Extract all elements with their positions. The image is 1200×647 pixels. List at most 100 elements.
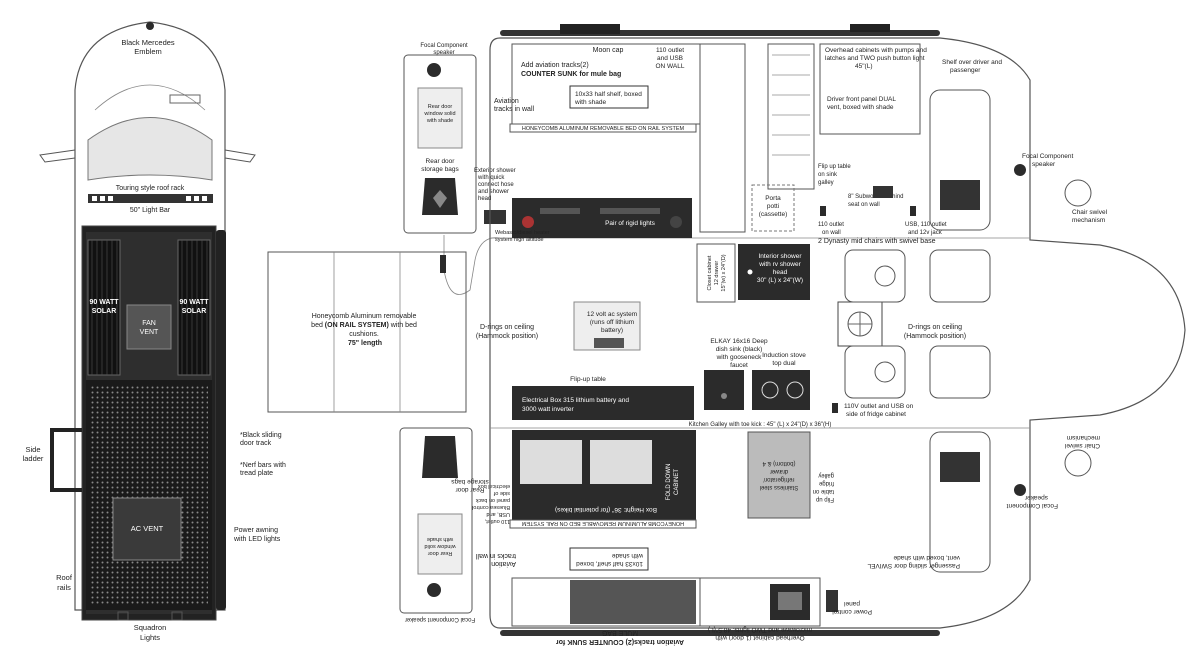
svg-text:Aviation tracks(2) COUNTER SUN: Aviation tracks(2) COUNTER SUNK forMULE … <box>556 629 684 645</box>
svg-text:Closet cabinet12 drawer15"(w): Closet cabinet12 drawer15"(w) x 24"(D) <box>707 254 727 291</box>
svg-text:Focal Componentspeaker: Focal Componentspeaker <box>420 43 468 56</box>
svg-text:Electrical Box 315 lithium bat: Electrical Box 315 lithium battery and30… <box>522 397 629 413</box>
sink <box>704 370 744 410</box>
svg-text:D-rings on ceiling(Hammock pos: D-rings on ceiling(Hammock position) <box>476 324 538 340</box>
svg-text:10x33 half shelf, boxedwith sh: 10x33 half shelf, boxedwith shade <box>576 552 644 567</box>
refrigerator <box>747 431 811 519</box>
removable-bed: Honeycomb Aluminum removable bed (ON RAI… <box>267 251 467 413</box>
speaker-icon <box>427 63 441 77</box>
svg-text:110 outlet,USB, andBluesea con: 110 outlet,USB, andBluesea controlpanel … <box>472 483 510 524</box>
light-bar <box>88 194 213 203</box>
roof-rack-label: Touring style roof rack <box>116 185 185 192</box>
svg-text:12 volt ac system(runs off lit: 12 volt ac system(runs off lithiumbatter… <box>587 311 637 334</box>
driver-seat <box>929 89 991 231</box>
svg-text:50" Light Bar: 50" Light Bar <box>130 207 171 214</box>
svg-text:Chair swivelmechanism: Chair swivelmechanism <box>1064 434 1100 449</box>
svg-text:Kitchen Galley with toe kick :: Kitchen Galley with toe kick : 45" (L) x… <box>689 422 832 428</box>
speaker-icon <box>1014 484 1026 496</box>
svg-text:Focal Component speaker: Focal Component speaker <box>405 616 475 622</box>
svg-text:Rear doorstorage bags: Rear doorstorage bags <box>450 478 488 493</box>
porta-potti <box>751 184 795 232</box>
fan-vent <box>126 304 172 350</box>
svg-text:Rear doorwindow solidwith shad: Rear doorwindow solidwith shade <box>424 536 456 556</box>
swivel-icon <box>1064 449 1092 477</box>
svg-text:Pair of rigid lights: Pair of rigid lights <box>605 220 656 227</box>
storage-unit-top <box>512 198 692 238</box>
storage-bag <box>422 436 458 478</box>
svg-text:Stainless steelrefrigerator/dr: Stainless steelrefrigerator/drawer(botto… <box>760 460 799 490</box>
van-floor-outline <box>489 37 1186 629</box>
svg-text:HONEYCOMB ALUMINUM REMOVABLE B: HONEYCOMB ALUMINUM REMOVABLE BED ON RAIL… <box>521 520 684 526</box>
svg-text:Passenger sliding door SWIVELv: Passenger sliding door SWIVELvent, boxed… <box>867 554 960 569</box>
rear-door-bottom <box>399 427 473 614</box>
svg-text:AC VENT: AC VENT <box>131 524 164 533</box>
solar-panel-left <box>87 239 121 376</box>
svg-text:Focal Componentspeaker: Focal Componentspeaker <box>1022 153 1073 168</box>
svg-text:Focal Componentspeaker: Focal Componentspeaker <box>1007 494 1058 509</box>
svg-text:Rear doorwindow solidwith shad: Rear doorwindow solidwith shade <box>423 104 455 124</box>
ac-vent <box>112 497 182 561</box>
shower-hose <box>443 235 501 295</box>
roof-rail-bottom <box>500 630 940 636</box>
svg-text:Box Height: 36" (for potential: Box Height: 36" (for potential bikes) <box>555 506 657 513</box>
closet-cabinet <box>696 243 736 303</box>
svg-text:Flip uptable onfridgegalley: Flip uptable onfridgegalley <box>813 472 834 502</box>
svg-text:Rear doorstorage bags: Rear doorstorage bags <box>421 158 459 173</box>
swivel-icon <box>1064 179 1092 207</box>
electrical-box <box>512 386 694 420</box>
passenger-seat <box>929 431 991 573</box>
svg-text:HONEYCOMB ALUMINUM REMOVABLE B: HONEYCOMB ALUMINUM REMOVABLE BED ON RAIL… <box>522 126 685 132</box>
van-roof-outline <box>74 21 226 611</box>
svg-text:Add aviation tracks(2)COUNTER: Add aviation tracks(2)COUNTER SUNK for m… <box>521 62 621 78</box>
side-ladder <box>50 428 82 492</box>
speaker-icon <box>427 583 441 597</box>
svg-text:Flip-up table: Flip-up table <box>570 376 606 383</box>
solar-panel-right <box>177 239 211 376</box>
svg-text:Aviationtracks in wall: Aviationtracks in wall <box>494 98 535 113</box>
svg-text:Moon cap: Moon cap <box>593 47 624 54</box>
mid-chair-right <box>844 345 906 399</box>
side-awning <box>216 230 226 610</box>
svg-text:Aviationtracks in wall: Aviationtracks in wall <box>475 552 516 567</box>
induction-stove <box>752 370 810 410</box>
mid-chair-left <box>844 249 906 303</box>
svg-text:D-rings on ceiling(Hammock pos: D-rings on ceiling(Hammock position) <box>904 324 966 340</box>
svg-text:2 Dynasty mid chairs with swiv: 2 Dynasty mid chairs with swivel base <box>818 238 936 245</box>
svg-text:Overhead cabinet (1 door) with: Overhead cabinet (1 door) withmicrowave … <box>708 626 812 641</box>
power-panel <box>826 590 838 612</box>
svg-text:Power controlpanel: Power controlpanel <box>832 600 872 615</box>
mercedes-emblem <box>146 22 154 30</box>
svg-text:10x33 half shelf, boxedwith sh: 10x33 half shelf, boxedwith shade <box>574 91 642 106</box>
svg-text:Overhead cabinets with pumps a: Overhead cabinets with pumps andlatches … <box>825 47 927 70</box>
svg-text:Honeycomb Aluminum removable: Honeycomb Aluminum removable bed (ON RAI… <box>311 313 419 347</box>
speaker-icon <box>1014 164 1026 176</box>
svg-text:Chair swivelmechanism: Chair swivelmechanism <box>1072 209 1108 224</box>
